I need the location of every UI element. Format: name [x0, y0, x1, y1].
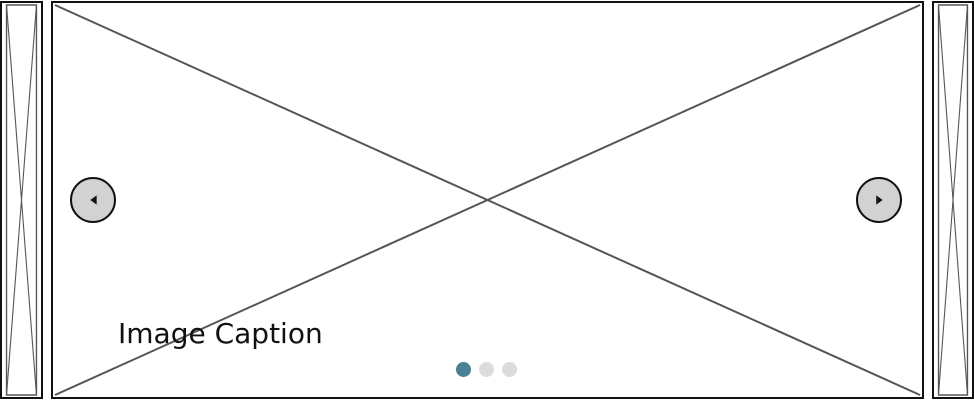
main-slide-image-placeholder [51, 1, 924, 399]
pagination-dot-3[interactable] [502, 362, 517, 377]
triangle-left-icon [90, 195, 97, 205]
previous-slide-placeholder [0, 1, 43, 399]
pagination-dot-2[interactable] [479, 362, 494, 377]
next-slide-button[interactable] [856, 177, 902, 223]
image-placeholder-icon [5, 4, 38, 396]
image-placeholder-icon [54, 4, 921, 396]
image-placeholder-icon [937, 4, 969, 396]
next-slide-placeholder [932, 1, 974, 399]
image-caption: Image Caption [118, 317, 323, 350]
triangle-right-icon [876, 195, 883, 205]
previous-slide-button[interactable] [70, 177, 116, 223]
pagination-dot-1[interactable] [456, 362, 471, 377]
